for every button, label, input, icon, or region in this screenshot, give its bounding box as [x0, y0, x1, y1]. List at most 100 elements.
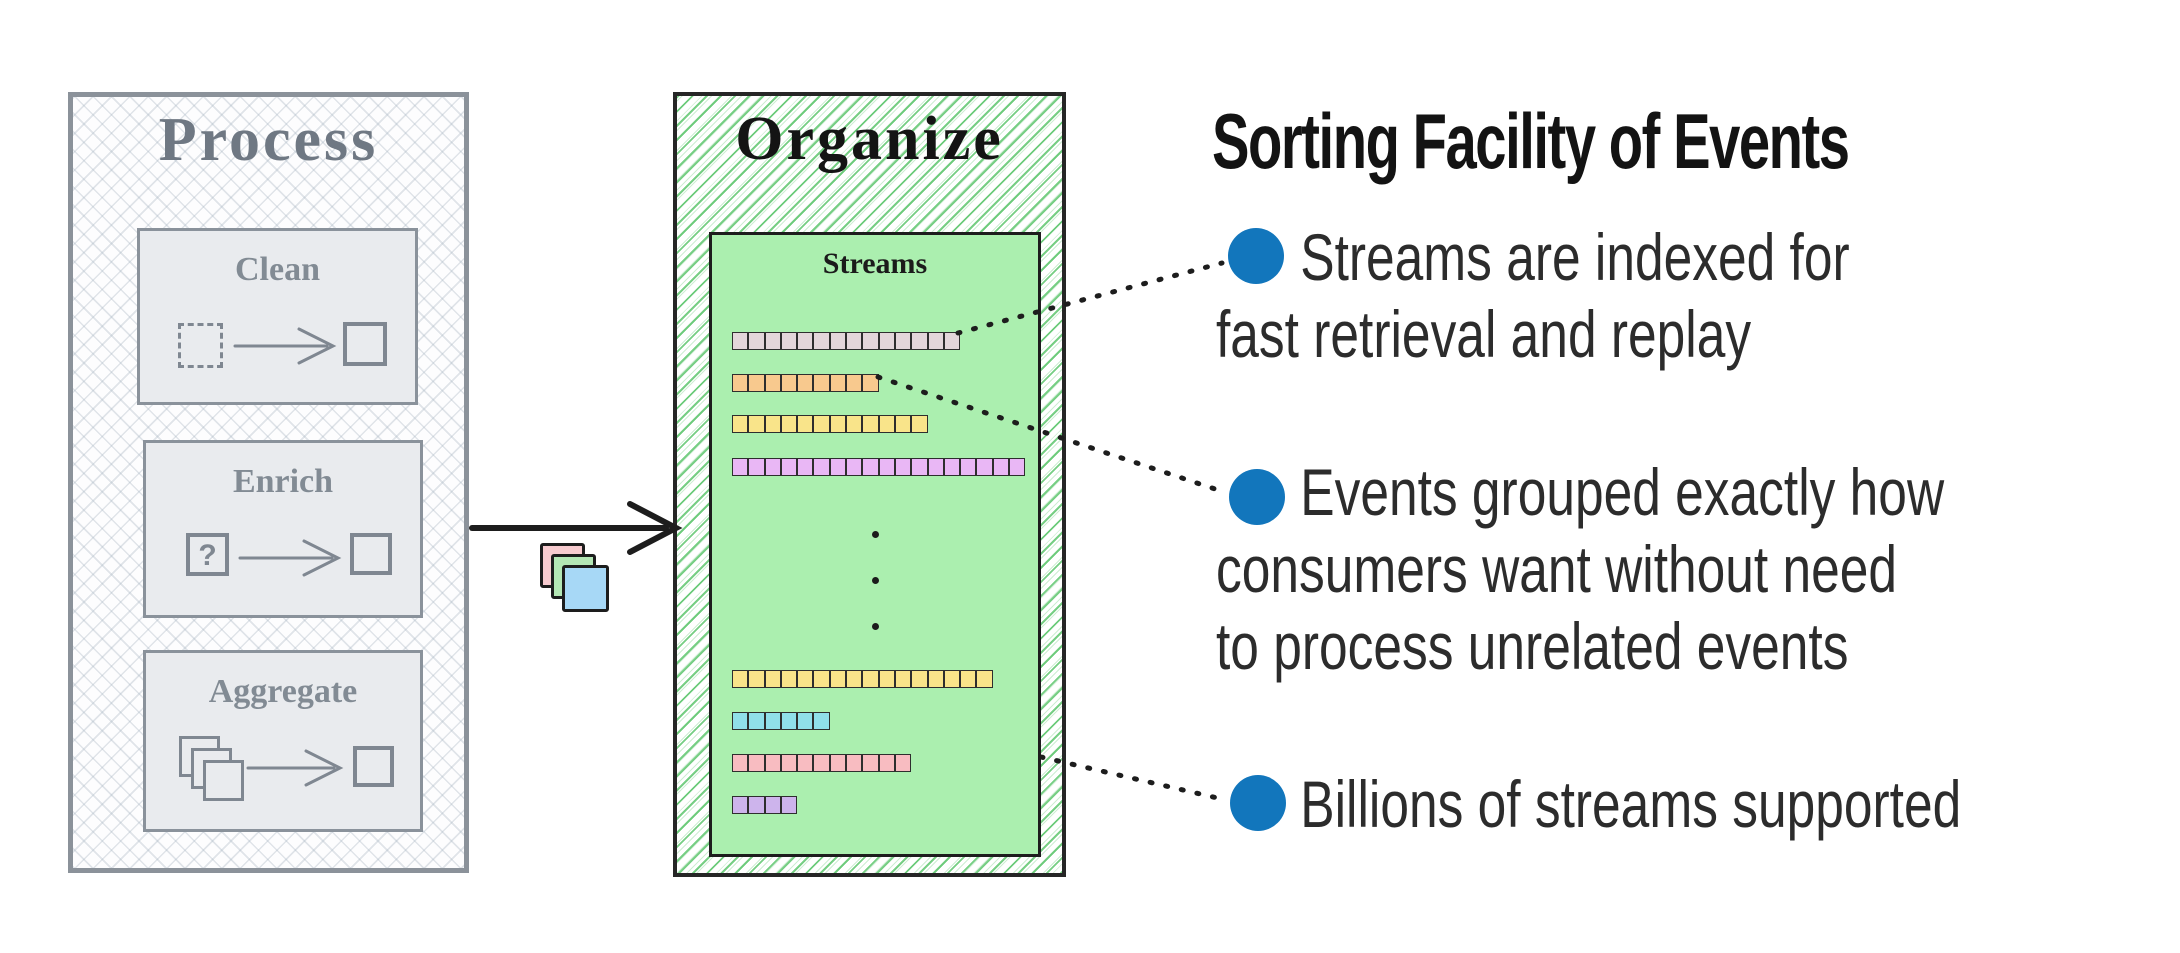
- note-events-grouped: Events grouped exactly how consumers wan…: [1216, 454, 1944, 685]
- stream-cell: [878, 332, 895, 350]
- step-label: Aggregate: [208, 673, 358, 710]
- stream-cell: [764, 332, 781, 350]
- streams-box: Streams: [709, 232, 1041, 857]
- stream-cell: [748, 754, 765, 772]
- stream-cell: [976, 458, 993, 476]
- stream-cell: [797, 332, 814, 350]
- stream-cell: [732, 374, 749, 392]
- stream-cell: [748, 415, 765, 433]
- stream-cell: [732, 458, 749, 476]
- stream-cell: [927, 670, 944, 688]
- stream-cell: [813, 374, 830, 392]
- stream-cell: [846, 754, 863, 772]
- stream-cell: [927, 332, 944, 350]
- stream-cell: [862, 670, 879, 688]
- stream-cell: [813, 754, 830, 772]
- process-panel: Process Clean Enrich ? Aggregate: [68, 92, 469, 873]
- stream-cell: [732, 754, 749, 772]
- step-label: Enrich: [232, 463, 334, 500]
- square-icon: [350, 533, 392, 575]
- stream-cell: [797, 712, 814, 730]
- process-panel-title: Process: [158, 106, 379, 174]
- streams-box-title: Streams: [822, 247, 928, 280]
- ellipsis-dot: [872, 577, 879, 584]
- note-billions-streams: Billions of streams supported: [1216, 766, 1961, 843]
- stream-cell: [797, 415, 814, 433]
- stream-cell: [911, 670, 928, 688]
- stream-cell: [894, 754, 912, 772]
- stream-cell: [780, 754, 798, 772]
- question-square-icon: ?: [186, 533, 229, 576]
- ellipsis-dot: [872, 623, 879, 630]
- dashed-square-icon: [178, 323, 223, 368]
- stream-cell: [846, 415, 863, 433]
- stream-cell: [960, 670, 977, 688]
- stream-cell: [748, 332, 765, 350]
- stream-cell: [894, 670, 912, 688]
- stream-cell: [813, 415, 830, 433]
- bullet-dot: [1229, 469, 1285, 525]
- stream-cell: [780, 332, 798, 350]
- stream-cell: [992, 458, 1010, 476]
- ellipsis-dot: [872, 531, 879, 538]
- stream-cell: [846, 458, 863, 476]
- stream-cell: [862, 374, 879, 392]
- note-line: to process unrelated events: [1216, 609, 1849, 683]
- stream-cell: [943, 670, 961, 688]
- stream-cell: [846, 332, 863, 350]
- stream-cell: [732, 796, 749, 814]
- note-line: fast retrieval and replay: [1216, 297, 1752, 371]
- stream-cell: [732, 712, 749, 730]
- stream-cell: [813, 712, 830, 730]
- stream-cell: [780, 374, 798, 392]
- step-box-aggregate: Aggregate: [143, 650, 423, 832]
- stream-cell: [862, 754, 879, 772]
- note-line: Events grouped exactly how: [1300, 455, 1945, 529]
- stream-row: [732, 415, 928, 433]
- stream-cell: [748, 796, 765, 814]
- stream-row: [732, 374, 879, 392]
- stream-cell: [797, 754, 814, 772]
- stream-cell: [829, 374, 847, 392]
- stream-cell: [960, 458, 977, 476]
- stream-cell: [764, 374, 781, 392]
- note-line: Streams are indexed for: [1300, 220, 1850, 294]
- stream-cell: [829, 415, 847, 433]
- stream-cell: [797, 458, 814, 476]
- stream-cell: [911, 415, 928, 433]
- stacked-squares-icon: [203, 760, 244, 801]
- stream-cell: [764, 754, 781, 772]
- stream-cell: [878, 754, 895, 772]
- stream-cell: [1009, 458, 1026, 476]
- stream-cell: [862, 458, 879, 476]
- stream-cell: [780, 415, 798, 433]
- stream-cell: [797, 670, 814, 688]
- stream-cell: [764, 458, 781, 476]
- stream-cell: [748, 374, 765, 392]
- stream-cell: [748, 670, 765, 688]
- stream-cell: [764, 415, 781, 433]
- square-icon: [353, 746, 394, 787]
- stream-cell: [976, 670, 993, 688]
- stream-cell: [764, 796, 781, 814]
- stream-cell: [846, 374, 863, 392]
- stream-cell: [829, 754, 847, 772]
- note-line: consumers want without need: [1216, 532, 1898, 606]
- organize-panel: Organize Streams: [673, 92, 1066, 877]
- stream-cell: [862, 415, 879, 433]
- stream-cell: [813, 332, 830, 350]
- bullet-dot: [1230, 775, 1286, 831]
- square-icon: [343, 322, 387, 366]
- stream-cell: [878, 458, 895, 476]
- stream-cell: [878, 670, 895, 688]
- stream-cell: [780, 670, 798, 688]
- connector-billions: [1038, 754, 1229, 803]
- stream-cell: [829, 458, 847, 476]
- note-line: Billions of streams supported: [1300, 767, 1962, 841]
- organize-panel-title: Organize: [735, 105, 1004, 173]
- stream-cell: [894, 415, 912, 433]
- note-streams-indexed: Streams are indexed for fast retrieval a…: [1216, 219, 1850, 373]
- stream-cell: [943, 332, 961, 350]
- stream-cell: [911, 332, 928, 350]
- bullet-dot: [1228, 228, 1284, 284]
